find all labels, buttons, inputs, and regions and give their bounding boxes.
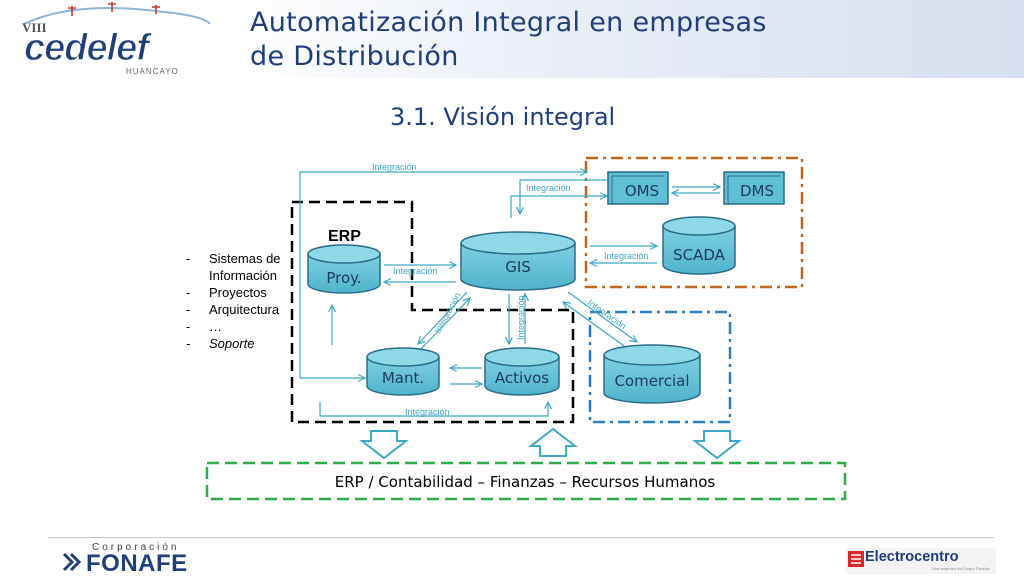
- fonafe-logo: Corporación FONAFE: [62, 542, 202, 577]
- integration-line-gis-oms: [510, 196, 607, 218]
- bottom-bar-border: [205, 461, 847, 501]
- node-proy-label: Proy.: [326, 269, 361, 287]
- box-dms: DMS: [723, 171, 785, 205]
- title-line-1: Automatización Integral en empresas: [250, 7, 767, 38]
- fonafe-top-text: Corporación: [92, 542, 180, 553]
- node-comercial-label: Comercial: [614, 372, 689, 390]
- node-activos-label: Activos: [495, 369, 549, 387]
- cylinder-comercial: Comercial: [603, 344, 701, 404]
- footer-divider: [48, 537, 994, 538]
- integration-line-comercial-gis: [563, 302, 628, 349]
- edge-label-gis-activos: Integración: [516, 295, 526, 340]
- electrocentro-text: Electrocentro: [865, 549, 959, 565]
- comercial-group-border: [588, 310, 732, 424]
- page-title: Automatización Integral en empresas de D…: [250, 6, 767, 74]
- oms-group-border: [584, 156, 804, 289]
- bottom-bar-label: ERP / Contabilidad – Finanzas – Recursos…: [335, 473, 716, 491]
- chevron-icon: [62, 552, 82, 572]
- edge-label-proy-gis: Integración: [393, 266, 438, 276]
- edge-label-gis-mant: Integración: [433, 291, 463, 335]
- cedelef-logo: VIII cedelef HUANCAYO: [22, 2, 211, 76]
- node-gis-label: GIS: [505, 258, 531, 276]
- logo-city: HUANCAYO: [126, 67, 179, 76]
- integration-line-bottom: [319, 402, 548, 417]
- title-line-2: de Distribución: [250, 41, 459, 72]
- erp-item-proyectos: Proyectos: [186, 284, 281, 301]
- down-arrow-comercial-icon: [692, 430, 742, 460]
- logo-name: cedelef: [24, 27, 152, 69]
- integration-line-gis-mant: [418, 291, 468, 344]
- node-mant-label: Mant.: [382, 369, 424, 387]
- node-dms-label: DMS: [740, 182, 774, 200]
- cylinder-scada: SCADA: [662, 216, 736, 275]
- erp-group-border: [290, 200, 575, 424]
- electrocentro-emblem-icon: [848, 551, 864, 567]
- cylinder-mant: Mant.: [366, 347, 440, 396]
- integration-line-oms-gis: [520, 179, 607, 214]
- box-oms: OMS: [607, 171, 669, 205]
- integration-line-mant-gis: [419, 298, 470, 351]
- erp-item-soporte: Soporte: [186, 335, 281, 352]
- integration-line-top: [299, 172, 587, 378]
- down-arrow-erp-icon: [359, 430, 409, 460]
- edge-label-top: Integración: [372, 162, 417, 172]
- electrocentro-logo: Electrocentro Una empresa del Grupo Dist…: [846, 548, 996, 574]
- edge-label-oms-gis: Integración: [526, 183, 571, 193]
- erp-item-ellipsis: …: [186, 318, 281, 335]
- cylinder-activos: Activos: [484, 347, 560, 396]
- integration-line-gis-comercial: [567, 291, 637, 342]
- up-arrow-gis-icon: [528, 427, 578, 457]
- node-oms-label: OMS: [625, 182, 659, 200]
- logo-roman: VIII: [22, 20, 47, 35]
- cylinder-gis: GIS: [460, 231, 576, 291]
- erp-item-arquitectura: Arquitectura: [186, 301, 281, 318]
- erp-group-label: ERP: [328, 228, 361, 245]
- electrocentro-subtext: Una empresa del Grupo Distriluz: [932, 566, 991, 571]
- fonafe-main-text: FONAFE: [86, 550, 188, 577]
- cylinder-proy: Proy.: [307, 244, 381, 294]
- section-subtitle: 3.1. Visión integral: [390, 103, 616, 131]
- edge-label-bottom: Integración: [405, 407, 450, 417]
- edge-label-gis-comercial: Integración: [586, 297, 628, 331]
- node-scada-label: SCADA: [673, 246, 726, 264]
- edge-label-gis-scada: Integración: [604, 251, 649, 261]
